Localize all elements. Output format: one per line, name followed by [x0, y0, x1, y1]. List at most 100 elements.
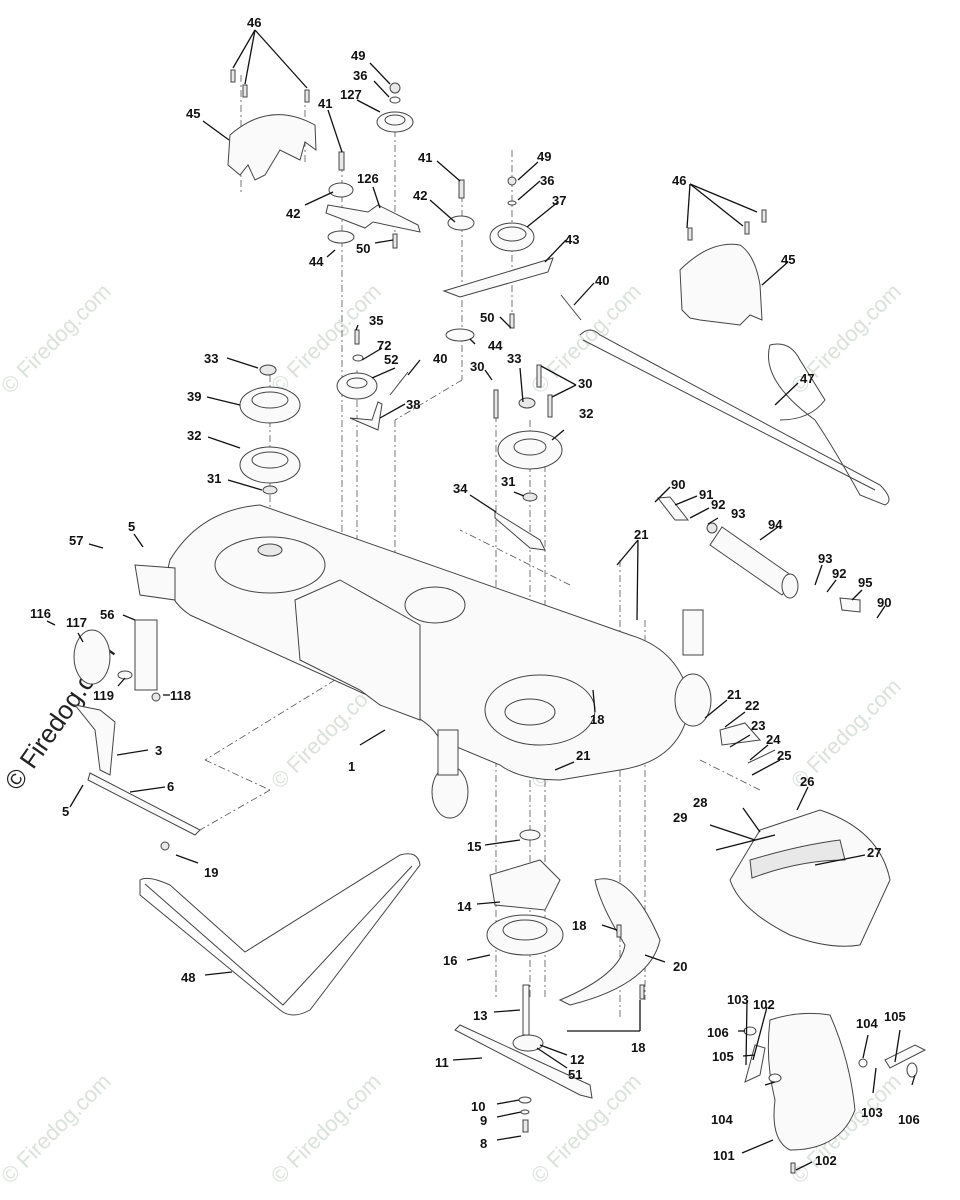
callout-41[interactable]: 41 — [418, 150, 432, 165]
callout-105[interactable]: 105 — [884, 1009, 906, 1024]
callout-32[interactable]: 32 — [579, 406, 593, 421]
callout-33[interactable]: 33 — [204, 351, 218, 366]
callout-47[interactable]: 47 — [800, 371, 814, 386]
callout-102[interactable]: 102 — [753, 997, 775, 1012]
callout-24[interactable]: 24 — [766, 732, 781, 747]
callout-46[interactable]: 46 — [672, 173, 686, 188]
callout-94[interactable]: 94 — [768, 517, 783, 532]
callout-57[interactable]: 57 — [69, 533, 83, 548]
callout-72[interactable]: 72 — [377, 338, 391, 353]
callout-46[interactable]: 46 — [247, 15, 261, 30]
callout-49[interactable]: 49 — [537, 149, 551, 164]
callout-102[interactable]: 102 — [815, 1153, 837, 1168]
callout-105[interactable]: 105 — [712, 1049, 734, 1064]
callout-44[interactable]: 44 — [488, 338, 503, 353]
callout-104[interactable]: 104 — [856, 1016, 878, 1031]
callout-106[interactable]: 106 — [898, 1112, 920, 1127]
callout-45[interactable]: 45 — [781, 252, 795, 267]
callout-18[interactable]: 18 — [631, 1040, 645, 1055]
belt-47 — [579, 329, 890, 506]
callout-45[interactable]: 45 — [186, 106, 200, 121]
callout-50[interactable]: 50 — [356, 241, 370, 256]
callout-117[interactable]: 117 — [66, 615, 87, 630]
callout-90[interactable]: 90 — [671, 477, 685, 492]
callout-56[interactable]: 56 — [100, 607, 114, 622]
callout-20[interactable]: 20 — [673, 959, 687, 974]
callout-30[interactable]: 30 — [578, 376, 592, 391]
callout-35[interactable]: 35 — [369, 313, 383, 328]
callout-34[interactable]: 34 — [453, 481, 468, 496]
callout-119[interactable]: 119 — [93, 688, 114, 703]
callout-42[interactable]: 42 — [286, 206, 300, 221]
callout-38[interactable]: 38 — [406, 397, 420, 412]
callout-5[interactable]: 5 — [62, 804, 69, 819]
callout-104[interactable]: 104 — [711, 1112, 733, 1127]
callout-92[interactable]: 92 — [832, 566, 846, 581]
callout-44[interactable]: 44 — [309, 254, 324, 269]
callout-41[interactable]: 41 — [318, 96, 332, 111]
callout-19[interactable]: 19 — [204, 865, 218, 880]
callout-40[interactable]: 40 — [433, 351, 447, 366]
callout-26[interactable]: 26 — [800, 774, 814, 789]
callout-12[interactable]: 12 — [570, 1052, 584, 1067]
callout-15[interactable]: 15 — [467, 839, 481, 854]
callout-103[interactable]: 103 — [727, 992, 749, 1007]
callout-90[interactable]: 90 — [877, 595, 891, 610]
callout-31[interactable]: 31 — [207, 471, 221, 486]
callout-33[interactable]: 33 — [507, 351, 521, 366]
watermark: © Firedog.com — [0, 1069, 116, 1189]
callout-103[interactable]: 103 — [861, 1105, 883, 1120]
callout-28[interactable]: 28 — [693, 795, 707, 810]
callout-14[interactable]: 14 — [457, 899, 472, 914]
callout-10[interactable]: 10 — [471, 1099, 485, 1114]
callout-91[interactable]: 91 — [699, 487, 713, 502]
callout-23[interactable]: 23 — [751, 718, 765, 733]
callout-40[interactable]: 40 — [595, 273, 609, 288]
callout-127[interactable]: 127 — [340, 87, 362, 102]
callout-126[interactable]: 126 — [357, 171, 379, 186]
callout-37[interactable]: 37 — [552, 193, 566, 208]
idler-arm — [442, 257, 554, 298]
bracket-38 — [349, 401, 383, 431]
callout-106[interactable]: 106 — [707, 1025, 729, 1040]
callout-32[interactable]: 32 — [187, 428, 201, 443]
callout-30[interactable]: 30 — [470, 359, 484, 374]
callout-22[interactable]: 22 — [745, 698, 759, 713]
callout-42[interactable]: 42 — [413, 188, 427, 203]
callout-36[interactable]: 36 — [540, 173, 554, 188]
callout-27[interactable]: 27 — [867, 845, 881, 860]
callout-39[interactable]: 39 — [187, 389, 201, 404]
callout-93[interactable]: 93 — [731, 506, 745, 521]
callout-21[interactable]: 21 — [634, 527, 648, 542]
callout-31[interactable]: 31 — [501, 474, 515, 489]
callout-48[interactable]: 48 — [181, 970, 195, 985]
watermark: © Firedog.com — [266, 1069, 386, 1189]
callout-93[interactable]: 93 — [818, 551, 832, 566]
callout-43[interactable]: 43 — [565, 232, 579, 247]
callout-18[interactable]: 18 — [572, 918, 586, 933]
callout-25[interactable]: 25 — [777, 748, 791, 763]
callout-16[interactable]: 16 — [443, 953, 457, 968]
callout-11[interactable]: 11 — [435, 1055, 449, 1070]
callout-13[interactable]: 13 — [473, 1008, 487, 1023]
callout-8[interactable]: 8 — [480, 1136, 487, 1151]
callout-52[interactable]: 52 — [384, 352, 398, 367]
callout-5[interactable]: 5 — [128, 519, 135, 534]
callout-116[interactable]: 116 — [30, 606, 51, 621]
callout-3[interactable]: 3 — [155, 743, 162, 758]
callout-101[interactable]: 101 — [713, 1148, 735, 1163]
callout-118[interactable]: 118 — [170, 688, 191, 703]
callout-21[interactable]: 21 — [576, 748, 590, 763]
callout-49[interactable]: 49 — [351, 48, 365, 63]
callout-1[interactable]: 1 — [348, 759, 355, 774]
callout-95[interactable]: 95 — [858, 575, 872, 590]
callout-18[interactable]: 18 — [590, 712, 604, 727]
callout-92[interactable]: 92 — [711, 497, 725, 512]
callout-36[interactable]: 36 — [353, 68, 367, 83]
callout-21[interactable]: 21 — [727, 687, 741, 702]
callout-9[interactable]: 9 — [480, 1113, 487, 1128]
callout-51[interactable]: 51 — [568, 1067, 582, 1082]
callout-29[interactable]: 29 — [673, 810, 687, 825]
callout-6[interactable]: 6 — [167, 779, 174, 794]
callout-50[interactable]: 50 — [480, 310, 494, 325]
